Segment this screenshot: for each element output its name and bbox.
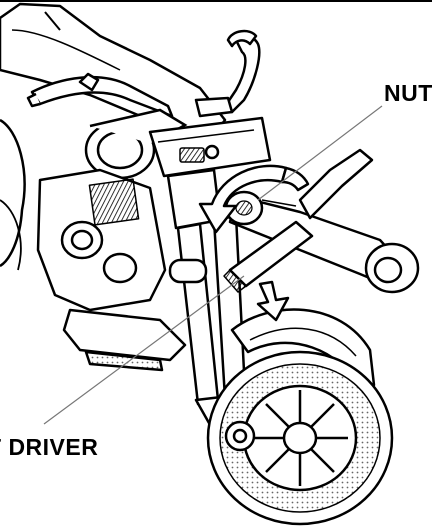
front-wheel xyxy=(208,352,392,524)
lower-fairing xyxy=(64,310,185,370)
nut-driver-label: T DRIVER xyxy=(0,436,98,459)
nut-label: NUT xyxy=(384,82,432,105)
handlebar-right xyxy=(196,31,259,116)
